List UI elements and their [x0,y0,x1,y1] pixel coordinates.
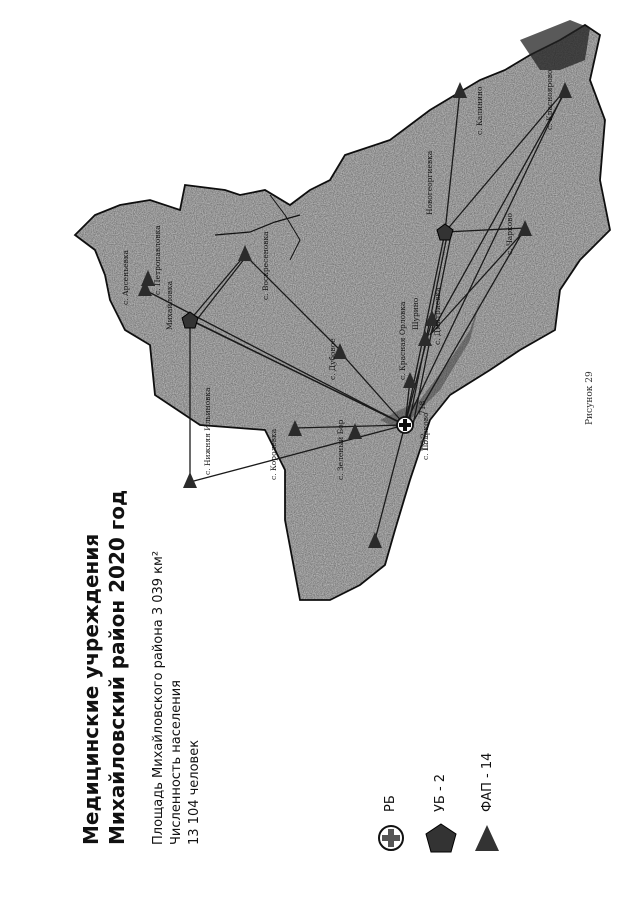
legend-rb-label: РБ [383,795,398,812]
fap-marker [518,220,532,236]
label-dmitrievka: с. Дмитриевка [433,287,442,345]
fap-marker [425,310,439,326]
fap-marker [141,270,155,286]
label-dubovoe: с. Дубовое [328,338,337,380]
fap-marker [368,532,382,548]
label-poyarkovo: с. Поярково [421,412,430,460]
label-petropavlovka: с. Петропавловка [153,225,162,295]
label-charkovo: с. Чарково [505,213,514,255]
map-labels: с. Арсеньевка с. Петропавловка Михайловк… [121,69,554,480]
fap-marker [403,372,417,388]
route-lines [144,89,566,541]
fap-markers [138,82,572,548]
fap-marker [348,423,362,439]
rb-marker [396,416,414,434]
fap-marker [453,82,467,98]
fap-marker [138,280,152,296]
fap-marker [238,245,252,261]
ub-markers [181,223,454,329]
legend-fap-label: ФАП - 14 [480,752,495,812]
fap-marker [333,343,347,359]
label-kalinino: с. Калинино [475,86,484,135]
label-center-number: 718 [418,400,427,415]
fap-marker [418,330,432,346]
label-zelyony-bor: с. Зеленый Бор [336,419,345,480]
fap-marker [558,82,572,98]
label-mikhaylovka: Михайловка [165,280,174,330]
fap-marker [183,472,197,488]
label-voskresenovka: с. Воскресеновка [261,231,270,300]
label-novogeorgievka: Новогеоргиевка [425,150,434,215]
legend-ub-icon [425,823,457,853]
ub-marker-mikhaylovka [181,311,199,329]
label-shurino: Шурино [411,297,420,330]
label-krasnaya-orlovka: с. Красная Орловка [398,301,407,380]
label-krasnoyarovo: с. Красноярово [545,69,554,130]
label-korolyovka: с. Королевка [269,428,278,480]
legend-fap-icon [475,825,499,851]
legend-rb-icon [378,825,404,851]
label-nizhnyaya-ilyinovka: с. Нижняя Ильиновка [203,387,212,475]
fap-marker [288,420,302,436]
legend-ub-label: УБ - 2 [433,773,448,812]
ub-marker-novogeorgievka [436,223,454,241]
label-arsentyevka: с. Арсеньевка [121,249,130,305]
